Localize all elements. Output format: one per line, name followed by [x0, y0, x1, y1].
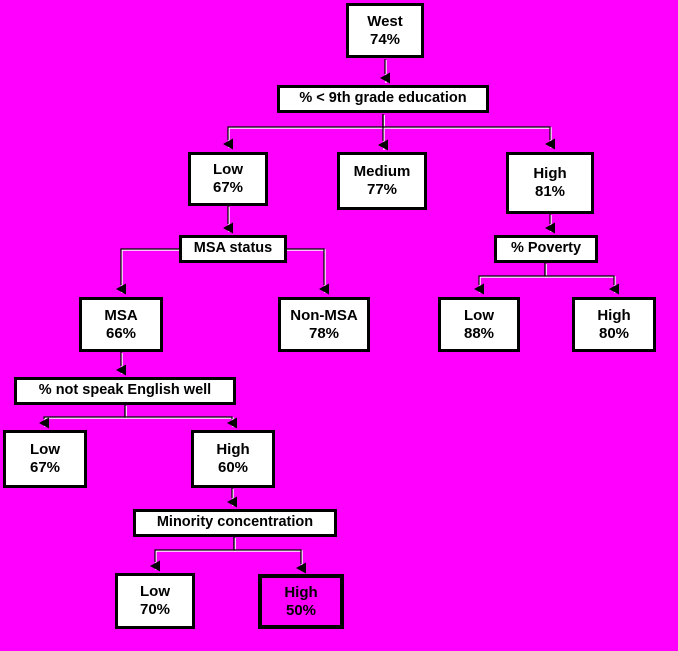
node-poverty-high[interactable]: High 80% [572, 297, 656, 352]
node-poverty-high-label: High [597, 306, 631, 324]
node-msa-label: MSA [104, 306, 138, 324]
node-english-low-label: Low [30, 441, 60, 459]
node-split-education-label: % < 9th grade education [299, 90, 467, 107]
node-split-minority-concentration[interactable]: Minority concentration [133, 509, 337, 537]
node-education-low-value: 67% [212, 179, 244, 196]
node-non-msa[interactable]: Non-MSA 78% [278, 297, 370, 352]
node-root[interactable]: West 74% [346, 3, 424, 58]
node-minority-low-label: Low [140, 583, 170, 601]
node-split-msa-status-label: MSA status [193, 240, 273, 257]
node-education-high-value: 81% [534, 183, 566, 200]
node-split-msa-status[interactable]: MSA status [179, 235, 287, 263]
node-education-medium[interactable]: Medium 77% [337, 152, 427, 210]
node-split-english-label: % not speak English well [38, 382, 212, 399]
edge-minority-to-minlow [150, 537, 235, 572]
edge-english-to-enghigh [124, 405, 237, 429]
node-english-high[interactable]: High 60% [191, 430, 275, 488]
edge-msa-to-nonmsa [287, 248, 329, 295]
node-education-medium-label: Medium [353, 163, 411, 181]
node-root-label: West [367, 12, 403, 30]
node-non-msa-value: 78% [308, 324, 340, 342]
node-english-low[interactable]: Low 67% [3, 430, 87, 488]
edge-poverty-to-povlow [474, 263, 546, 295]
node-non-msa-label: Non-MSA [290, 306, 358, 324]
node-poverty-low-value: 88% [463, 324, 495, 342]
node-english-high-label: High [216, 441, 250, 459]
edge-education-to-high [382, 114, 555, 150]
node-minority-low[interactable]: Low 70% [115, 573, 195, 629]
node-minority-low-value: 70% [139, 601, 171, 618]
node-poverty-low-label: Low [464, 306, 494, 324]
node-split-education[interactable]: % < 9th grade education [277, 85, 489, 113]
edge-minority-to-minhigh [233, 537, 306, 574]
node-minority-high-label: High [284, 583, 318, 601]
node-root-value: 74% [369, 30, 401, 48]
node-split-minority-concentration-label: Minority concentration [156, 514, 314, 531]
edge-education-to-low [223, 114, 384, 150]
node-poverty-low[interactable]: Low 88% [438, 297, 520, 352]
node-split-poverty[interactable]: % Poverty [494, 235, 598, 263]
node-msa-value: 66% [105, 324, 137, 342]
node-poverty-high-value: 80% [598, 324, 630, 342]
node-split-poverty-label: % Poverty [510, 240, 582, 257]
node-education-medium-value: 77% [366, 181, 398, 198]
node-education-high-label: High [533, 165, 567, 183]
node-education-low-label: Low [213, 161, 243, 179]
node-english-low-value: 67% [29, 459, 61, 476]
node-minority-high[interactable]: High 50% [259, 575, 343, 628]
node-education-high[interactable]: High 81% [506, 152, 594, 214]
node-split-english[interactable]: % not speak English well [14, 377, 236, 405]
node-msa[interactable]: MSA 66% [79, 297, 163, 352]
edge-msa-to-msayes [116, 248, 179, 295]
edge-poverty-to-povhigh [544, 263, 619, 295]
edge-english-to-englow [39, 405, 126, 429]
node-minority-high-value: 50% [285, 601, 317, 619]
node-education-low[interactable]: Low 67% [188, 152, 268, 206]
node-english-high-value: 60% [217, 459, 249, 476]
